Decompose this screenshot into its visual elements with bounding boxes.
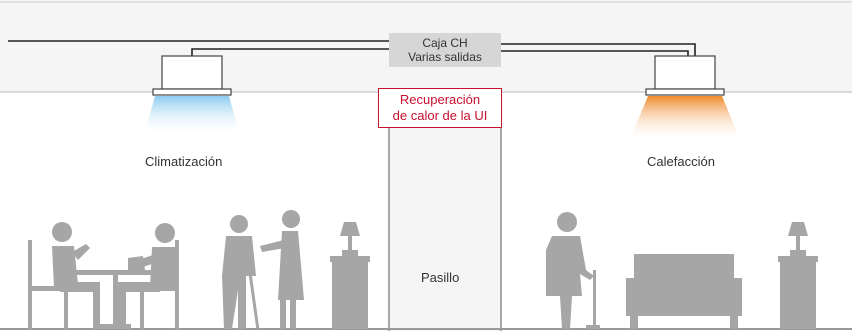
sofa-icon: [626, 254, 742, 329]
cool-airflow: [144, 96, 240, 136]
warm-airflow: [629, 96, 741, 142]
heat-recovery-box: Recuperación de calor de la UI: [378, 88, 502, 128]
heat-recovery-label-1: Recuperación: [399, 92, 481, 107]
ch-box-label-1: Caja CH: [422, 36, 468, 50]
lamp-cabinet-left-icon: [330, 222, 370, 329]
heating-label: Calefacción: [647, 154, 715, 169]
ch-box-label-2: Varias salidas: [408, 50, 482, 64]
refrigerant-pipes: [8, 40, 696, 56]
lamp-cabinet-right-icon: [778, 222, 818, 329]
cooling-label: Climatización: [145, 154, 223, 169]
heat-recovery-label-2: de calor de la UI: [392, 108, 488, 123]
indoor-unit-left: [152, 55, 232, 96]
dining-scene-icon: [28, 222, 179, 329]
corridor-label: Pasillo: [421, 270, 460, 285]
ch-box: Caja CH Varias salidas: [389, 33, 501, 67]
walker-scene-icon: [546, 212, 600, 329]
indoor-unit-right: [645, 55, 725, 96]
couple-scene-icon: [222, 210, 304, 329]
